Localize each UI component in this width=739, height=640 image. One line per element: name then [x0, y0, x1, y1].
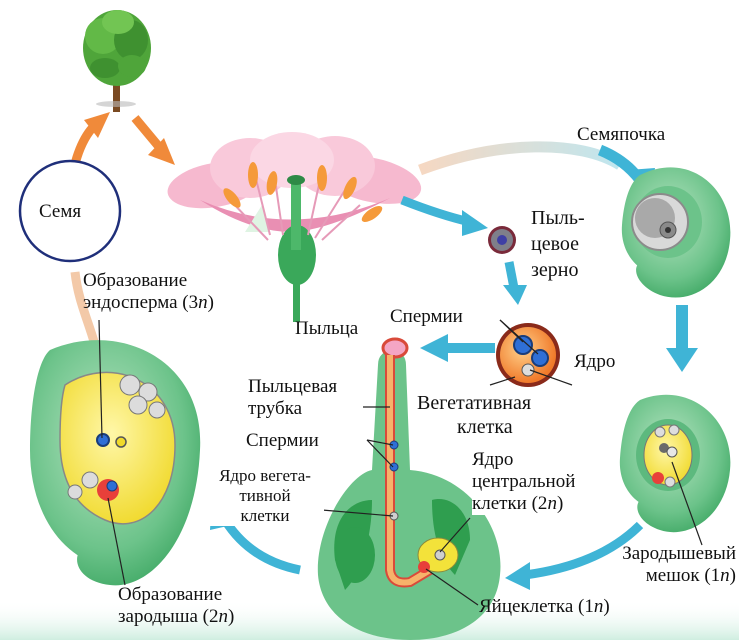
- arrow-head: [505, 562, 530, 590]
- seed-large-icon: [30, 340, 200, 585]
- arrow-pollen-to-tube: [445, 343, 495, 353]
- label-central-nucleus: Ядро центральной клетки (2n): [472, 449, 575, 515]
- label-pollen-tube: Пыльцевая трубка: [248, 376, 337, 420]
- label-egg-cell: Яйцеклетка (1n): [479, 596, 610, 618]
- tree-icon: [83, 10, 151, 112]
- label-seed: Семя: [39, 201, 81, 223]
- label-endosperm: Образование эндосперма (3n): [83, 270, 214, 314]
- arrow-flower-to-ovule: [420, 147, 620, 170]
- label-embryo: Образование зародыша (2n): [118, 584, 234, 628]
- embryo-sac-icon: [620, 395, 731, 532]
- arrow-pollen-down: [509, 262, 514, 288]
- arrow-flower-to-pollen: [402, 200, 470, 222]
- label-pollen: Пыльца: [295, 318, 358, 340]
- arrow-head: [462, 210, 488, 236]
- arrow-head: [666, 348, 698, 372]
- label-sperm-top: Спермии: [390, 306, 463, 328]
- label-pollen-grain: Пыль- цевое зерно: [531, 205, 585, 283]
- arrow-tree-to-flower: [135, 118, 160, 148]
- arrow-pistil-to-seed: [225, 520, 300, 570]
- label-ovule: Семяпочка: [577, 124, 665, 146]
- label-sperm-tube: Спермии: [244, 430, 321, 452]
- label-embryo-sac: Зародышевый мешок (1n): [600, 543, 736, 587]
- ovule-icon: [622, 167, 731, 297]
- arrow-head: [420, 334, 448, 362]
- arrow-ovule-to-sac: [676, 305, 688, 350]
- label-nucleus: Ядро: [572, 349, 644, 381]
- label-vegetative-cell: Вегетативная клетка: [417, 391, 531, 439]
- pollen-grain-icon: [488, 226, 516, 254]
- label-veg-nucleus: Ядро вегета- тивной клетки: [206, 466, 324, 526]
- arrow-head: [503, 285, 527, 305]
